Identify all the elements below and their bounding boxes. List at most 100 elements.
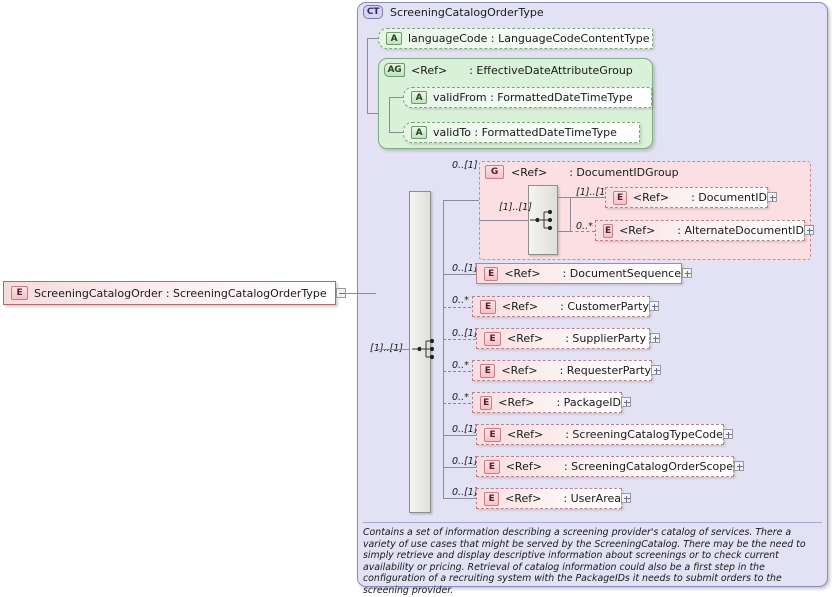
expand-icon[interactable] xyxy=(734,461,744,471)
attribute-validto[interactable]: A validTo : FormattedDateTimeType xyxy=(403,122,640,143)
expand-icon[interactable] xyxy=(649,301,659,311)
element-ref: <Ref> xyxy=(632,191,670,204)
element-alternatedocumentid[interactable]: E <Ref> : AlternateDocumentID xyxy=(595,220,805,241)
element-label: : ScreeningCatalogTypeCode xyxy=(565,428,723,441)
connector-into-group-sequence xyxy=(479,220,528,221)
element-packageid-cardinality: 0..* xyxy=(452,392,469,403)
main-sequence-cardinality: [1]..[1] xyxy=(370,343,403,354)
element-supplierparty-cardinality: 0..[1] xyxy=(452,328,478,339)
element-label: : CustomerParty xyxy=(560,300,649,313)
expand-icon[interactable] xyxy=(650,333,660,343)
element-customerparty-cardinality: 0..* xyxy=(452,295,469,306)
element-requesterparty-cardinality: 0..* xyxy=(452,360,469,371)
group-sequence-cardinality: [1]..[1] xyxy=(499,202,532,213)
connector-to-requesterparty xyxy=(443,371,476,372)
element-documentsequence-cardinality: 0..[1] xyxy=(452,263,478,274)
element-requesterparty[interactable]: E <Ref> : RequesterParty xyxy=(472,360,652,381)
connector-to-userarea xyxy=(443,498,476,499)
connector-to-screeningcatalogtypecode xyxy=(443,435,476,436)
element-userarea[interactable]: E <Ref> : UserArea xyxy=(476,488,622,509)
element-badge-icon: E xyxy=(613,190,627,205)
attributegroup-label: : EffectiveDateAttributeGroup xyxy=(469,63,633,77)
element-ref: <Ref> xyxy=(504,267,541,280)
element-badge-icon: E xyxy=(484,331,501,346)
connector-ct-languagecode xyxy=(367,38,378,39)
element-label: : PackageID xyxy=(556,396,621,409)
element-badge-icon: E xyxy=(480,299,496,314)
element-badge-icon: E xyxy=(480,363,496,378)
element-userarea-cardinality: 0..[1] xyxy=(452,487,478,498)
element-screeningcatalogtypecode-cardinality: 0..[1] xyxy=(452,424,478,435)
element-badge-icon: E xyxy=(484,266,499,281)
connector-to-customerparty xyxy=(443,307,476,308)
element-badge-icon: E xyxy=(484,459,500,474)
expand-icon[interactable] xyxy=(804,225,814,235)
element-label: : RequesterParty xyxy=(559,364,651,377)
connector-to-alternatedocumentid xyxy=(570,231,595,232)
element-ref: <Ref> xyxy=(501,364,538,377)
group-ref: <Ref> xyxy=(511,165,548,179)
element-supplierparty[interactable]: E <Ref> : SupplierParty xyxy=(476,328,650,349)
element-alternatedocumentid-cardinality: 0..* xyxy=(576,221,593,232)
element-packageid[interactable]: E <Ref> : PackageID xyxy=(472,392,622,413)
expand-icon[interactable] xyxy=(621,397,631,407)
expand-icon[interactable] xyxy=(621,493,631,503)
connector-ag-vertical xyxy=(389,97,390,133)
element-documentid[interactable]: E <Ref> : DocumentID xyxy=(605,187,768,208)
element-ref: <Ref> xyxy=(498,396,535,409)
attributegroup-header[interactable]: AG <Ref> : EffectiveDateAttributeGroup xyxy=(384,63,633,77)
element-label: : UserArea xyxy=(563,492,621,505)
attribute-badge-icon: A xyxy=(411,126,427,139)
connector-group-top xyxy=(558,197,570,198)
root-element-box[interactable]: E ScreeningCatalogOrder : ScreeningCatal… xyxy=(3,281,336,305)
connector-to-packageid xyxy=(443,403,476,404)
documentation-text: Contains a set of information describing… xyxy=(363,527,806,596)
element-badge-icon: E xyxy=(603,223,614,238)
connector-group-spine xyxy=(570,197,571,231)
element-ref: <Ref> xyxy=(619,224,656,237)
element-ref: <Ref> xyxy=(505,460,542,473)
element-label: : SupplierParty xyxy=(565,332,646,345)
element-label: : DocumentID xyxy=(691,191,767,204)
element-badge-icon: E xyxy=(480,395,493,410)
sequence-icon[interactable] xyxy=(412,337,438,361)
connector-root-to-container xyxy=(346,293,376,294)
element-badge-icon: E xyxy=(11,286,28,300)
attribute-validfrom[interactable]: A validFrom : FormattedDateTimeType xyxy=(403,87,652,108)
expand-icon[interactable] xyxy=(723,429,733,439)
connector-ag-validfrom xyxy=(389,97,403,98)
complextype-header: CT ScreeningCatalogOrderType xyxy=(363,5,544,19)
complextype-title: ScreeningCatalogOrderType xyxy=(390,5,544,19)
element-ref: <Ref> xyxy=(501,300,539,313)
expand-icon[interactable] xyxy=(682,268,692,278)
attribute-label: validFrom : FormattedDateTimeType xyxy=(433,91,633,104)
root-element-label: ScreeningCatalogOrder : ScreeningCatalog… xyxy=(34,286,327,300)
attribute-label: validTo : FormattedDateTimeType xyxy=(433,126,617,139)
expand-icon[interactable] xyxy=(651,365,661,375)
element-ref: <Ref> xyxy=(507,428,544,441)
element-screeningcatalogtypecode[interactable]: E <Ref> : ScreeningCatalogTypeCode xyxy=(476,424,724,445)
connector-ct-attributes-spine xyxy=(367,38,368,113)
element-screeningcatalogorderscope-cardinality: 0..[1] xyxy=(452,456,478,467)
group-label: : DocumentIDGroup xyxy=(569,165,679,179)
element-ref: <Ref> xyxy=(507,332,544,345)
expand-icon[interactable] xyxy=(767,192,777,202)
connector-group-bottom xyxy=(558,231,570,232)
connector-to-documentsequence xyxy=(443,274,476,275)
connector-ag-validto xyxy=(389,132,403,133)
element-customerparty[interactable]: E <Ref> : CustomerParty xyxy=(472,296,650,317)
attribute-languagecode[interactable]: A languageCode : LanguageCodeContentType xyxy=(378,28,653,49)
attribute-label: languageCode : LanguageCodeContentType xyxy=(408,32,650,45)
connector-to-supplierparty xyxy=(443,339,476,340)
element-label: : ScreeningCatalogOrderScope xyxy=(563,460,733,473)
element-badge-icon: E xyxy=(484,427,501,442)
element-label: : DocumentSequence xyxy=(562,267,681,280)
collapse-icon[interactable] xyxy=(336,288,346,298)
element-badge-icon: E xyxy=(484,491,500,506)
element-screeningcatalogorderscope[interactable]: E <Ref> : ScreeningCatalogOrderScope xyxy=(476,456,734,477)
group-documentidgroup-header[interactable]: G <Ref> : DocumentIDGroup xyxy=(485,165,679,179)
documentation-separator xyxy=(363,522,822,523)
group-sequence-icon[interactable] xyxy=(530,208,556,232)
element-documentsequence[interactable]: E <Ref> : DocumentSequence xyxy=(476,263,682,284)
